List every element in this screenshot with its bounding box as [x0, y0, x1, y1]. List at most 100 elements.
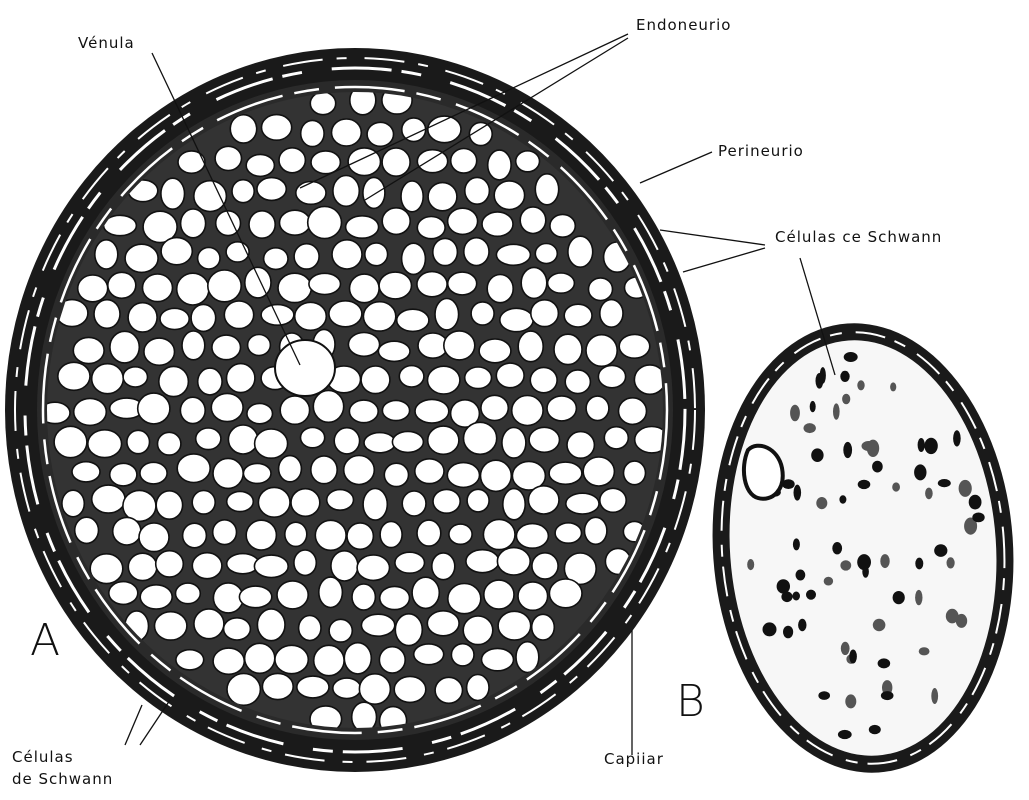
axon-profile [382, 400, 409, 420]
schwann-nucleus [781, 592, 792, 603]
axon-profile [279, 456, 302, 482]
axon-profile [213, 458, 243, 488]
axon-profile [332, 119, 362, 146]
axon-profile [347, 523, 373, 549]
label-celulas-schwann-right: Células ce Schwann [775, 228, 942, 247]
schwann-nucleus [796, 570, 806, 581]
axon-profile [198, 247, 220, 269]
axon-profile [466, 550, 499, 573]
schwann-nucleus [953, 430, 961, 446]
axon-profile [183, 523, 207, 548]
axon-profile [144, 338, 175, 365]
axon-profile [224, 618, 251, 640]
schwann-nucleus [867, 440, 879, 457]
axon-profile [78, 275, 108, 302]
axon-profile [257, 609, 285, 641]
axon-profile [349, 400, 378, 423]
axon-profile [155, 612, 187, 640]
axon-profile [488, 150, 511, 180]
schwann-nucleus [777, 579, 790, 593]
axon-profile [128, 303, 157, 332]
schwann-nucleus [844, 352, 858, 362]
axon-profile [367, 122, 393, 146]
axon-profile [280, 210, 311, 235]
axon-profile [435, 299, 459, 330]
schwann-nucleus [857, 380, 864, 390]
axon-profile [361, 366, 390, 394]
axon-profile [394, 676, 426, 702]
schwann-nucleus [845, 694, 856, 708]
axon-profile [277, 581, 308, 609]
label-endoneurio: Endoneurio [636, 16, 731, 35]
axon-profile [161, 238, 192, 265]
axon-profile [352, 702, 377, 732]
axon-profile [194, 181, 227, 212]
schwann-nucleus [810, 401, 816, 412]
axon-profile [344, 456, 375, 485]
axon-profile [301, 427, 325, 447]
axon-profile [512, 396, 543, 426]
schwann-leader-line-1 [660, 230, 765, 245]
axon-profile [464, 238, 489, 266]
axon-profile [331, 551, 358, 581]
axon-profile [448, 584, 481, 614]
axon-profile [451, 149, 477, 174]
axon-profile [399, 366, 424, 387]
axon-profile [92, 364, 124, 394]
axon-profile [213, 520, 237, 545]
axon-profile [365, 243, 388, 266]
axon-profile [261, 305, 294, 326]
schwann-nucleus [892, 482, 900, 491]
axon-profile [467, 675, 489, 701]
axon-profile [496, 244, 530, 265]
schwann-nucleus [792, 592, 800, 601]
schwann-nucleus [915, 590, 922, 605]
schwann-leader-line-2 [683, 248, 765, 272]
axon-profile [417, 150, 447, 173]
axon-profile [156, 491, 182, 519]
axon-profile [109, 582, 138, 605]
axon-profile [380, 586, 410, 609]
axon-profile [550, 214, 575, 237]
axon-profile [402, 491, 426, 516]
axon-profile [296, 182, 326, 205]
axon-profile [481, 395, 508, 420]
axon-profile [180, 397, 205, 423]
axon-profile [127, 430, 150, 453]
axon-profile [600, 300, 623, 328]
axon-profile [262, 673, 293, 699]
axon-profile [160, 308, 189, 329]
axon-profile [138, 393, 170, 424]
axon-profile [301, 120, 324, 146]
schwann-nucleus [820, 367, 826, 384]
axon-profile [427, 611, 459, 636]
axon-profile [329, 301, 362, 327]
axon-profile [182, 331, 205, 360]
axon-profile [464, 422, 497, 454]
schwann-nucleus [872, 461, 883, 473]
axon-profile [334, 428, 359, 454]
schwann-nucleus [919, 647, 930, 655]
axon-profile [549, 462, 582, 484]
axon-profile [471, 302, 494, 325]
axon-profile [156, 551, 184, 577]
axon-profile [327, 490, 354, 511]
axon-profile [359, 674, 390, 704]
schwann-nucleus [841, 642, 850, 655]
axon-profile [532, 553, 558, 579]
axon-profile [254, 555, 288, 577]
axon-profile [379, 272, 411, 299]
axon-profile [258, 487, 290, 517]
axon-profile [380, 521, 402, 547]
schwann-nucleus [869, 725, 881, 734]
axon-profile [619, 334, 650, 358]
axon-profile [384, 463, 408, 486]
axon-profile [344, 643, 371, 674]
axon-profile [227, 364, 255, 393]
axon-profile [58, 362, 90, 390]
schwann-nucleus [972, 513, 984, 523]
axon-profile [364, 433, 395, 453]
axon-profile [444, 331, 475, 360]
axon-profile [232, 180, 254, 203]
schwann-nucleus [893, 591, 905, 604]
